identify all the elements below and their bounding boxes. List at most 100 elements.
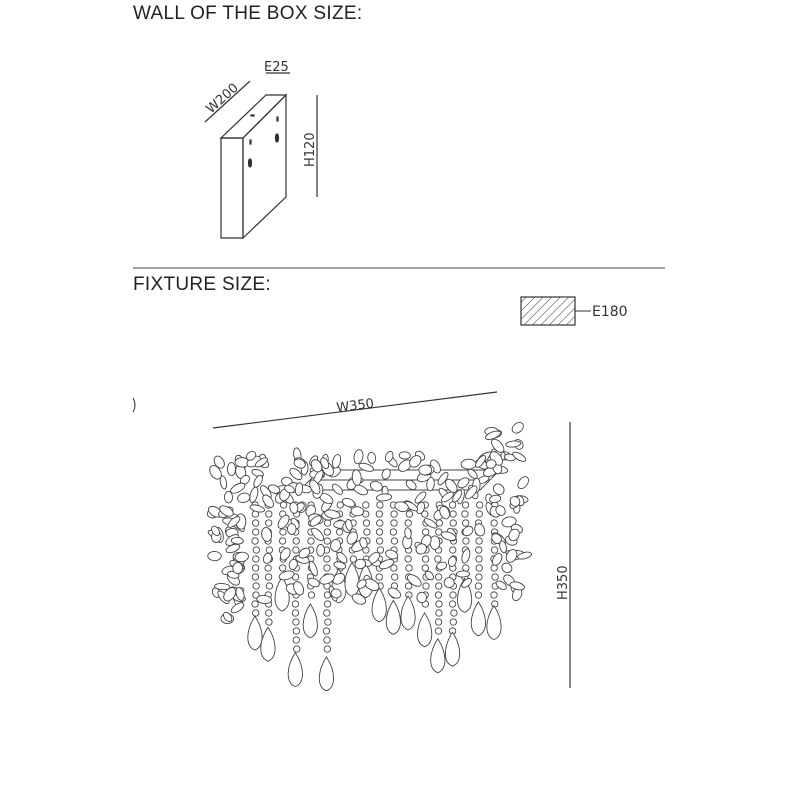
leaf-ornament [474,523,486,537]
fixture-width-dimension-line [212,391,498,429]
crystal-bead [252,609,260,617]
crystal-bead [462,519,470,527]
leaf-ornament [501,516,517,528]
crystal-bead [461,510,469,518]
leaf-ornament [245,450,257,461]
box-width-label: W200 [204,81,242,117]
leaf-ornament [305,504,316,517]
crystal-bead [251,573,260,581]
leaf-ornament [309,515,322,527]
mounting-hole [274,133,280,143]
crystal-bead [363,528,371,536]
leaf-ornament [289,501,299,514]
box-side-face [242,93,287,240]
crystal-bead [404,555,412,563]
crystal-bead [362,519,371,527]
crystal-bead [435,609,443,617]
teardrop-crystal [371,587,387,623]
crystal-bead [390,564,398,572]
crystal-bead [307,537,315,545]
wall-box-title: WALL OF THE BOX SIZE: [133,3,363,24]
crystal-bead [474,582,483,590]
leaf-ornament [331,483,343,495]
crystal-bead [475,537,483,545]
crystal-bead [323,528,332,536]
leaf-ornament [293,581,305,596]
leaf-ornament [418,464,433,476]
teardrop-crystal [444,631,461,667]
leaf-ornament [237,492,251,504]
leaf-ornament [485,430,501,440]
leaf-ornament [354,558,367,570]
leaf-ornament [330,539,342,552]
crystal-bead [264,564,272,572]
leaf-ornament [214,583,231,591]
fixture-width-label: W350 [336,396,375,415]
leaf-ornament [262,494,274,508]
crystal-bead [490,546,499,554]
mounting-hole [247,158,253,168]
leaf-ornament [384,450,394,463]
crystal-bead [435,600,443,608]
teardrop-crystal [470,600,486,637]
crystal-bead [265,546,273,554]
leaf-ornament [341,497,356,508]
leaf-ornament [309,479,321,495]
leaf-ornament [213,455,225,469]
crystal-bead [362,501,370,509]
leaf-ornament [414,491,427,504]
leaf-ornament [517,551,532,560]
crystal-bead [448,501,457,509]
leaf-ornament [404,500,419,512]
fixture-title: FIXTURE SIZE: [133,274,271,295]
box-depth-label: E25 [264,60,289,75]
leaf-ornament [387,587,402,599]
crystal-bead [264,573,273,581]
leaf-ornament [461,578,472,588]
teardrop-crystal [302,602,318,639]
crystal-bead [449,591,457,599]
leaf-ornament [230,602,245,614]
crystal-bead [475,564,483,572]
leaf-ornament [511,421,524,434]
leaf-ornament [256,594,273,605]
leaf-ornament [331,454,342,469]
leaf-ornament [358,462,374,472]
teardrop-crystal [318,656,335,692]
leaf-ornament [491,438,505,453]
leaf-ornament [423,518,438,529]
crystal-bead [434,627,443,635]
teardrop-crystal [260,626,276,662]
leaf-ornament [485,459,497,469]
crystal-bead [435,582,443,590]
leaf-ornament [367,451,377,464]
leaf-ornament [287,523,297,535]
leaf-ornament [332,572,346,585]
leaf-ornament [475,455,486,468]
leaf-ornament [437,471,449,486]
leaf-ornament [249,486,259,503]
crystal-bead [265,609,273,617]
crystal-bead [291,609,300,617]
crystal-bead [449,546,457,554]
fixture-height-label: H350 [556,565,571,600]
leaf-ornament [443,577,455,589]
leaf-ornament [426,476,435,492]
leaf-ornament [491,552,503,566]
leaf-ornament [457,477,470,489]
crystal-bead [434,573,443,581]
leaf-ornament [495,580,507,591]
crystal-bead [474,591,483,599]
leaf-ornament [219,475,228,490]
leaf-ornament [226,462,236,477]
leaf-ornament [351,469,362,486]
crystal-bead [435,528,443,536]
crystal-bead [462,564,470,572]
leaf-ornament [345,518,353,531]
width-dimension-line [204,80,251,123]
crystal-bead [252,555,260,563]
crystal-bead [421,510,429,518]
leaf-ornament [336,551,348,564]
crystal-bead [323,645,331,653]
wall-box-drawing [204,72,318,240]
